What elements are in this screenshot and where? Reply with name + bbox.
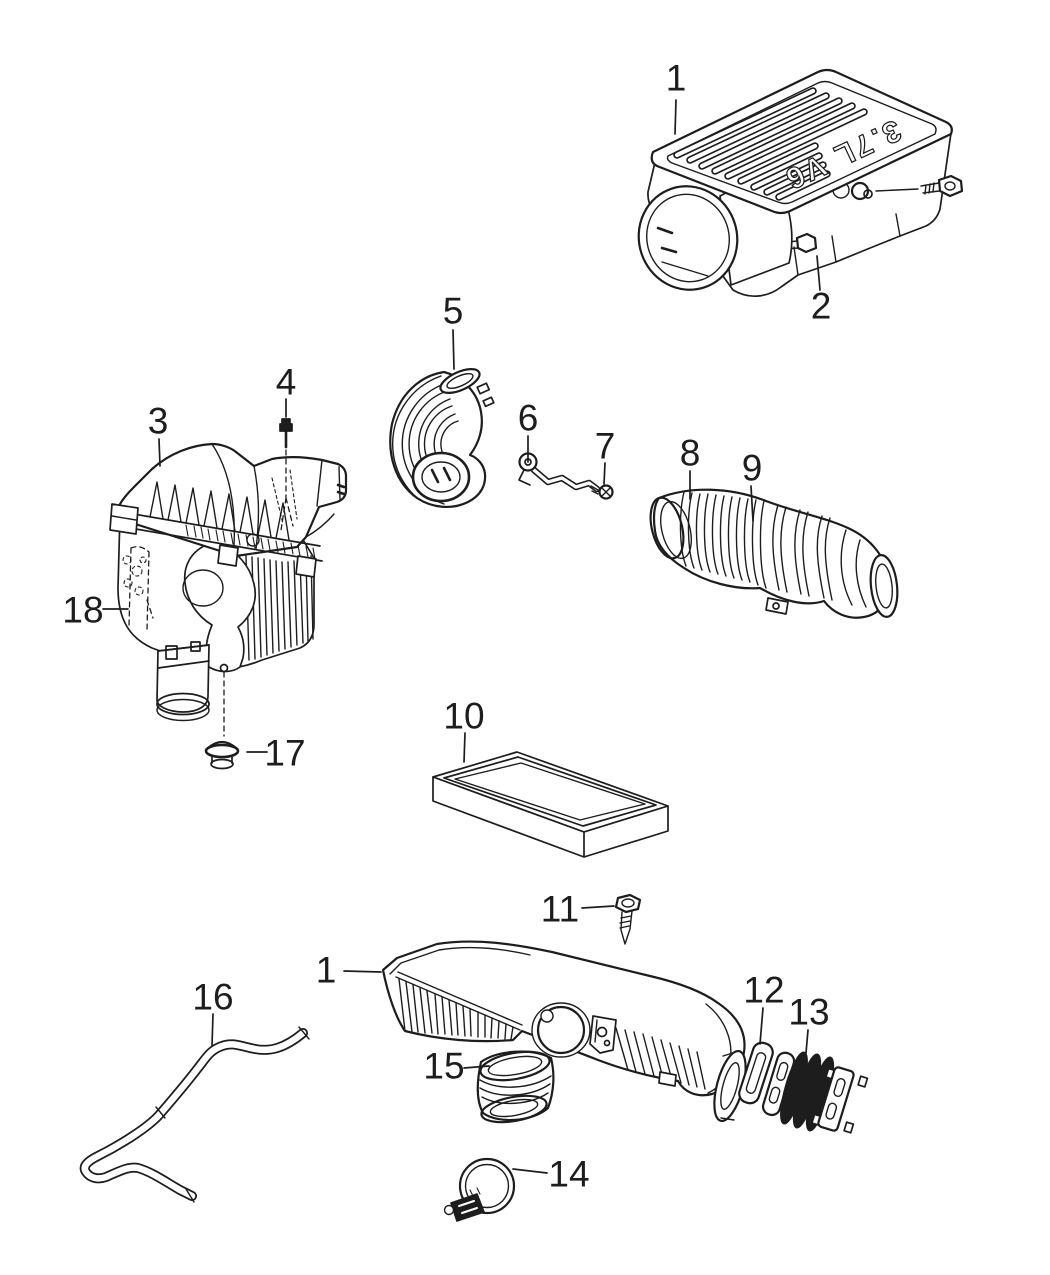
- callout-17: 17: [264, 732, 306, 774]
- hidden-resonator-outline: [122, 546, 154, 631]
- leader-line-9: [750, 485, 754, 522]
- callout-5: 5: [442, 290, 464, 332]
- leader-line-2: [816, 255, 821, 291]
- callout-6: 6: [517, 397, 539, 439]
- engine-cover-assembly: 3.7L V6: [637, 68, 964, 297]
- callout-4: 4: [275, 361, 297, 403]
- callout-13: 13: [788, 991, 830, 1033]
- callout-18: 18: [62, 589, 104, 631]
- air-intake-tube-assembly: [381, 940, 747, 1123]
- hose-clamp: [443, 1157, 516, 1222]
- intake-tube-mount-bracket: [589, 1015, 617, 1054]
- intake-elbow-hose: [389, 368, 495, 508]
- callout-1: 1: [315, 949, 337, 991]
- callout-9: 9: [741, 447, 763, 489]
- callout-leader-lines: [102, 99, 821, 1174]
- leader-line-14: [512, 1168, 548, 1174]
- callout-10: 10: [443, 695, 485, 737]
- callout-16: 16: [192, 976, 234, 1018]
- cover-bolt: [279, 418, 294, 531]
- callout-2: 2: [810, 285, 832, 327]
- callout-7: 7: [594, 425, 616, 467]
- leader-line-13: [805, 1029, 809, 1054]
- support-bracket: [518, 452, 601, 493]
- leader-line-10: [463, 732, 466, 763]
- callout-12: 12: [743, 969, 785, 1011]
- callout-11: 11: [540, 888, 580, 930]
- drain-grommet: [204, 740, 240, 770]
- intake-tube-bolt: [614, 893, 642, 945]
- bellows-duct: [761, 1051, 869, 1134]
- clamp-plate: [738, 1041, 774, 1105]
- callout-14: 14: [548, 1153, 590, 1195]
- clean-air-duct: [649, 488, 899, 619]
- leader-line-7: [603, 462, 606, 485]
- housing-outlet-snorkel: [156, 641, 210, 722]
- leader-line-15: [463, 1065, 490, 1069]
- leader-line-16: [211, 1013, 214, 1047]
- air-filter-element: [432, 751, 669, 858]
- leader-line-1: [674, 99, 677, 135]
- coupling-sleeve: [476, 1050, 555, 1124]
- callout-8: 8: [679, 432, 701, 474]
- callout-15: 15: [423, 1045, 465, 1087]
- leader-line-12: [759, 1007, 764, 1045]
- callout-1: 1: [665, 57, 687, 99]
- vent-tube: [79, 1026, 310, 1203]
- bracket-fastener: [590, 484, 614, 500]
- leader-line-11: [581, 905, 615, 909]
- housing-cover: [114, 442, 348, 558]
- air-cleaner-housing-body: [109, 442, 348, 737]
- leader-line-1: [343, 970, 382, 973]
- leader-line-5: [452, 329, 455, 370]
- cover-clip-rail: [109, 481, 323, 578]
- callout-3: 3: [147, 400, 169, 442]
- leader-line-3: [158, 438, 161, 467]
